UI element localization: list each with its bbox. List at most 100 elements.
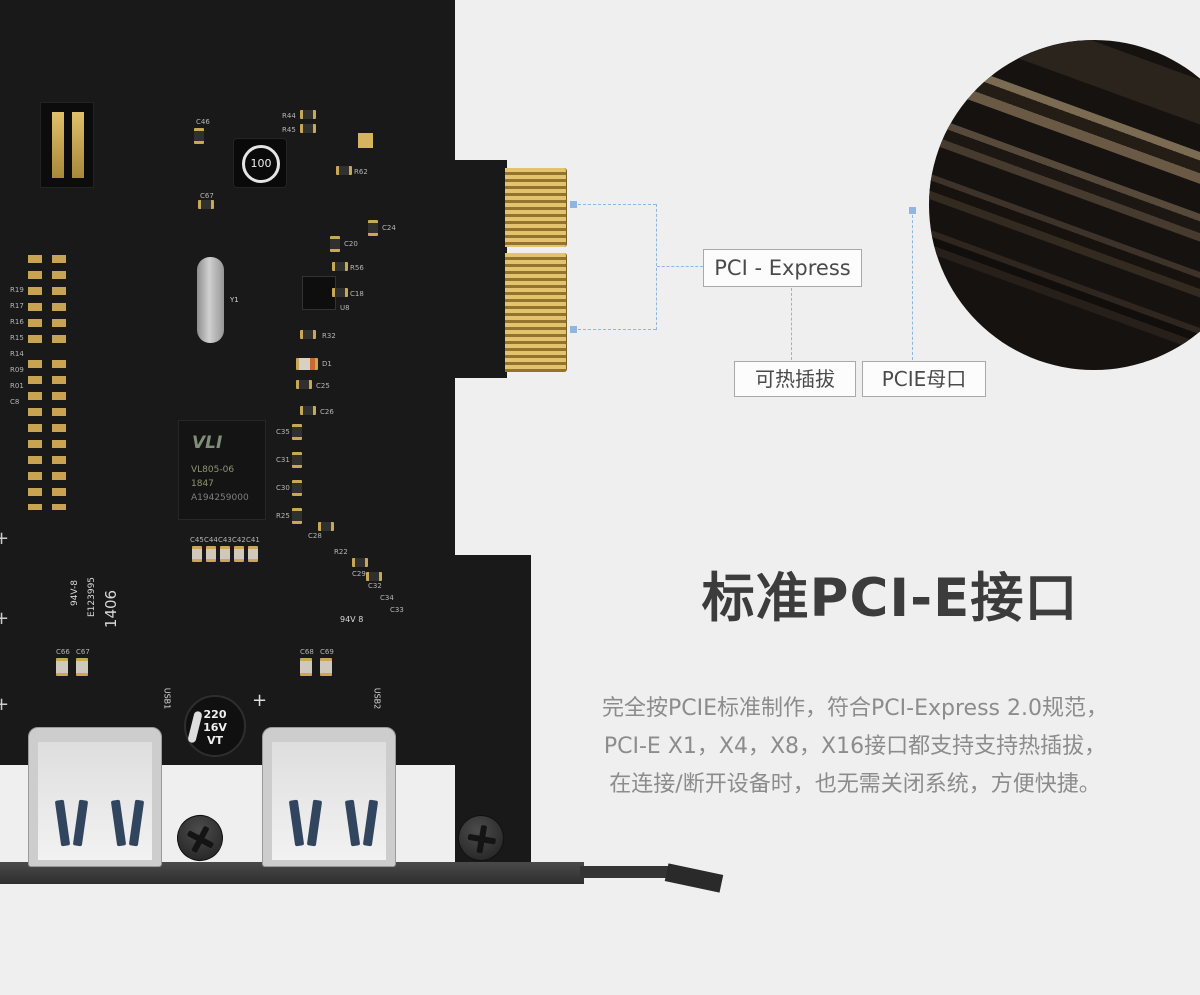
capacitor-brand: VT: [206, 734, 224, 747]
ref-label: C28: [308, 532, 322, 540]
inductor: 100: [233, 138, 287, 188]
leader-line: [656, 204, 657, 330]
ref-label: C8: [10, 398, 20, 406]
smd-component: [292, 452, 302, 468]
smd-component: [296, 380, 312, 389]
mounting-bracket-arm: [580, 866, 676, 878]
smd-capacitor: [248, 546, 258, 562]
ref-label: R14: [10, 350, 24, 358]
bracket-screw: [168, 806, 232, 870]
chip-logo: VLI: [192, 433, 223, 453]
vli-controller-chip: VLI VL805-06 1847 A194259000: [178, 420, 266, 520]
smd-component: [318, 522, 334, 531]
mounting-bracket-tab: [664, 863, 724, 893]
smd-component: [300, 330, 316, 339]
smd-component: [332, 288, 348, 297]
capacitor-voltage: 16V: [203, 721, 227, 734]
mid-silkscreen: 94V 8: [340, 615, 364, 624]
usb2-silkscreen: USB2: [372, 687, 382, 710]
ref-label: R62: [354, 168, 368, 176]
ref-label: C24: [382, 224, 396, 232]
smd-capacitor: [220, 546, 230, 562]
crystal-oscillator: [197, 257, 224, 343]
smd-component: [292, 508, 302, 524]
solder-pad-column: [52, 360, 66, 510]
leader-line: [912, 215, 913, 360]
ref-label: C31: [276, 456, 290, 464]
ref-label: R15: [10, 334, 24, 342]
polarity-mark: +: [0, 608, 10, 629]
header-pin: [52, 112, 64, 178]
ref-label: C20: [344, 240, 358, 248]
smd-capacitor: [76, 658, 88, 676]
callout-pci-express: PCI - Express: [703, 249, 862, 287]
ref-label: R25: [276, 512, 290, 520]
ref-label: C29: [352, 570, 366, 578]
ref-label: R19: [10, 286, 24, 294]
pcie-gold-fingers-long: [505, 253, 567, 372]
ref-label: U8: [340, 304, 350, 312]
ref-label: C32: [368, 582, 382, 590]
ref-label: C46: [196, 118, 210, 126]
smd-capacitor: [206, 546, 216, 562]
ref-label: C43: [218, 536, 232, 544]
batch-silkscreen: 1406: [102, 589, 121, 629]
leader-dot: [570, 326, 577, 333]
pcie-gold-fingers-short: [505, 168, 567, 247]
description-line: 完全按PCIE标准制作，符合PCI-Express 2.0规范，: [602, 696, 1108, 721]
gold-pad: [358, 133, 373, 148]
header-pin: [72, 112, 84, 178]
ref-label: C34: [380, 594, 394, 602]
ref-label: C66: [56, 648, 70, 656]
solder-pad-column: [28, 360, 42, 510]
ref-label: R32: [322, 332, 336, 340]
smd-component: [300, 406, 316, 415]
callout-pcie-female: PCIE母口: [862, 361, 986, 397]
smd-component: [300, 124, 316, 133]
motherboard-photo: [929, 40, 1200, 370]
pcb-connector-shelf: [455, 160, 507, 378]
leader-dot: [570, 201, 577, 208]
leader-line: [578, 204, 656, 205]
smd-component: [336, 166, 352, 175]
smd-component: [332, 262, 348, 271]
ref-label: C67: [200, 192, 214, 200]
ref-label: C67: [76, 648, 90, 656]
inductor-ring: 100: [242, 145, 280, 183]
smd-component: [198, 200, 214, 209]
description-line: PCI-E X1，X4，X8，X16接口都支持支持热插拔，: [603, 734, 1107, 759]
section-title: 标准PCI-E接口: [701, 568, 1079, 629]
smd-component: [330, 236, 340, 252]
smd-component: [368, 220, 378, 236]
cert-silkscreen: 94V-8: [70, 579, 81, 607]
pcb-bottom-extension: [455, 555, 531, 865]
ref-label: C25: [316, 382, 330, 390]
smd-capacitor: [56, 658, 68, 676]
polarity-mark: +: [0, 694, 10, 715]
smd-component: [352, 558, 368, 567]
ref-label: C30: [276, 484, 290, 492]
ref-label: C45: [190, 536, 204, 544]
small-ic: [302, 276, 336, 310]
ref-label: C35: [276, 428, 290, 436]
description-line: 在连接/断开设备时，也无需关闭系统，方便快捷。: [609, 772, 1101, 797]
ref-label: C41: [246, 536, 260, 544]
smd-capacitor: [320, 658, 332, 676]
ref-label: C26: [320, 408, 334, 416]
ref-label: R01: [10, 382, 24, 390]
ref-label: R44: [282, 112, 296, 120]
usb-port-1: [28, 727, 162, 867]
smd-capacitor: [300, 658, 312, 676]
polarity-mark: +: [252, 690, 268, 711]
ref-label: R56: [350, 264, 364, 272]
callout-hot-swap: 可热插拔: [734, 361, 856, 397]
ref-label: R45: [282, 126, 296, 134]
ref-label: R09: [10, 366, 24, 374]
ref-label: C68: [300, 648, 314, 656]
smd-component: [300, 110, 316, 119]
power-header-connector: [40, 102, 94, 188]
ref-label: C33: [390, 606, 404, 614]
smd-capacitor: [234, 546, 244, 562]
smd-component: [292, 480, 302, 496]
